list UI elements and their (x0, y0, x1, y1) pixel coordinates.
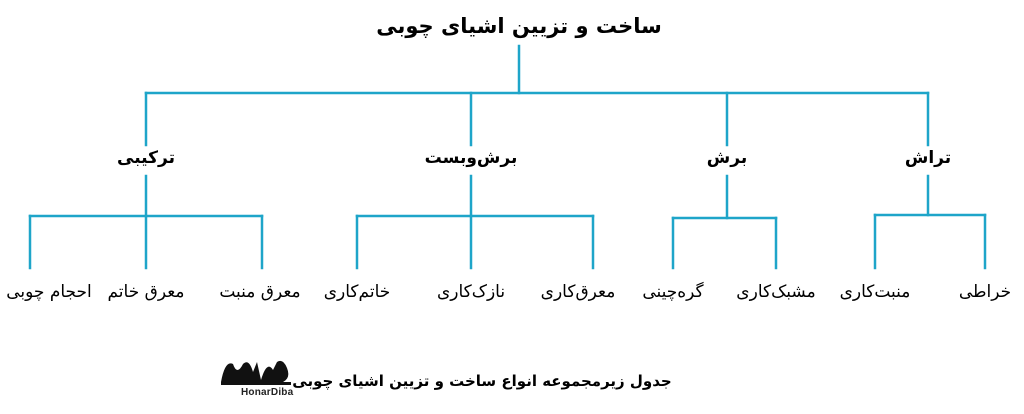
leaf-moarragh-monabbat: معرق منبت (219, 282, 301, 302)
category-tarkibi: ترکیبی (117, 148, 175, 168)
leaf-gereh-chini: گره‌چینی (642, 282, 704, 302)
leaf-nazok-kari: نازک‌کاری (436, 282, 506, 302)
leaf-moarragh-khatam: معرق خاتم (107, 282, 185, 302)
honardiba-logo: HonarDiba (215, 356, 305, 406)
logo-brand-text: HonarDiba (241, 387, 294, 398)
root-title: ساخت و تزیین اشیای چوبی (376, 14, 662, 38)
category-boresh-o-bast: برش‌وبست (424, 148, 518, 168)
leaf-moarragh-kari: معرق‌کاری (540, 282, 616, 302)
leaf-kharati: خراطی (958, 282, 1012, 302)
honardiba-logo-icon (221, 360, 291, 385)
category-boresh: برش (706, 148, 748, 168)
leaf-khatam-kari: خاتم‌کاری (323, 282, 391, 302)
leaf-moshabbak-kari: مشبک‌کاری (736, 282, 816, 302)
leaf-ahjam-chubi: احجام چوبی (6, 282, 92, 302)
category-tarash: تراش (904, 148, 952, 168)
diagram-caption: جدول زیرمجموعه انواع ساخت و تزیین اشیای … (292, 372, 672, 390)
leaf-monabbat-kari: منبت‌کاری (839, 282, 911, 302)
